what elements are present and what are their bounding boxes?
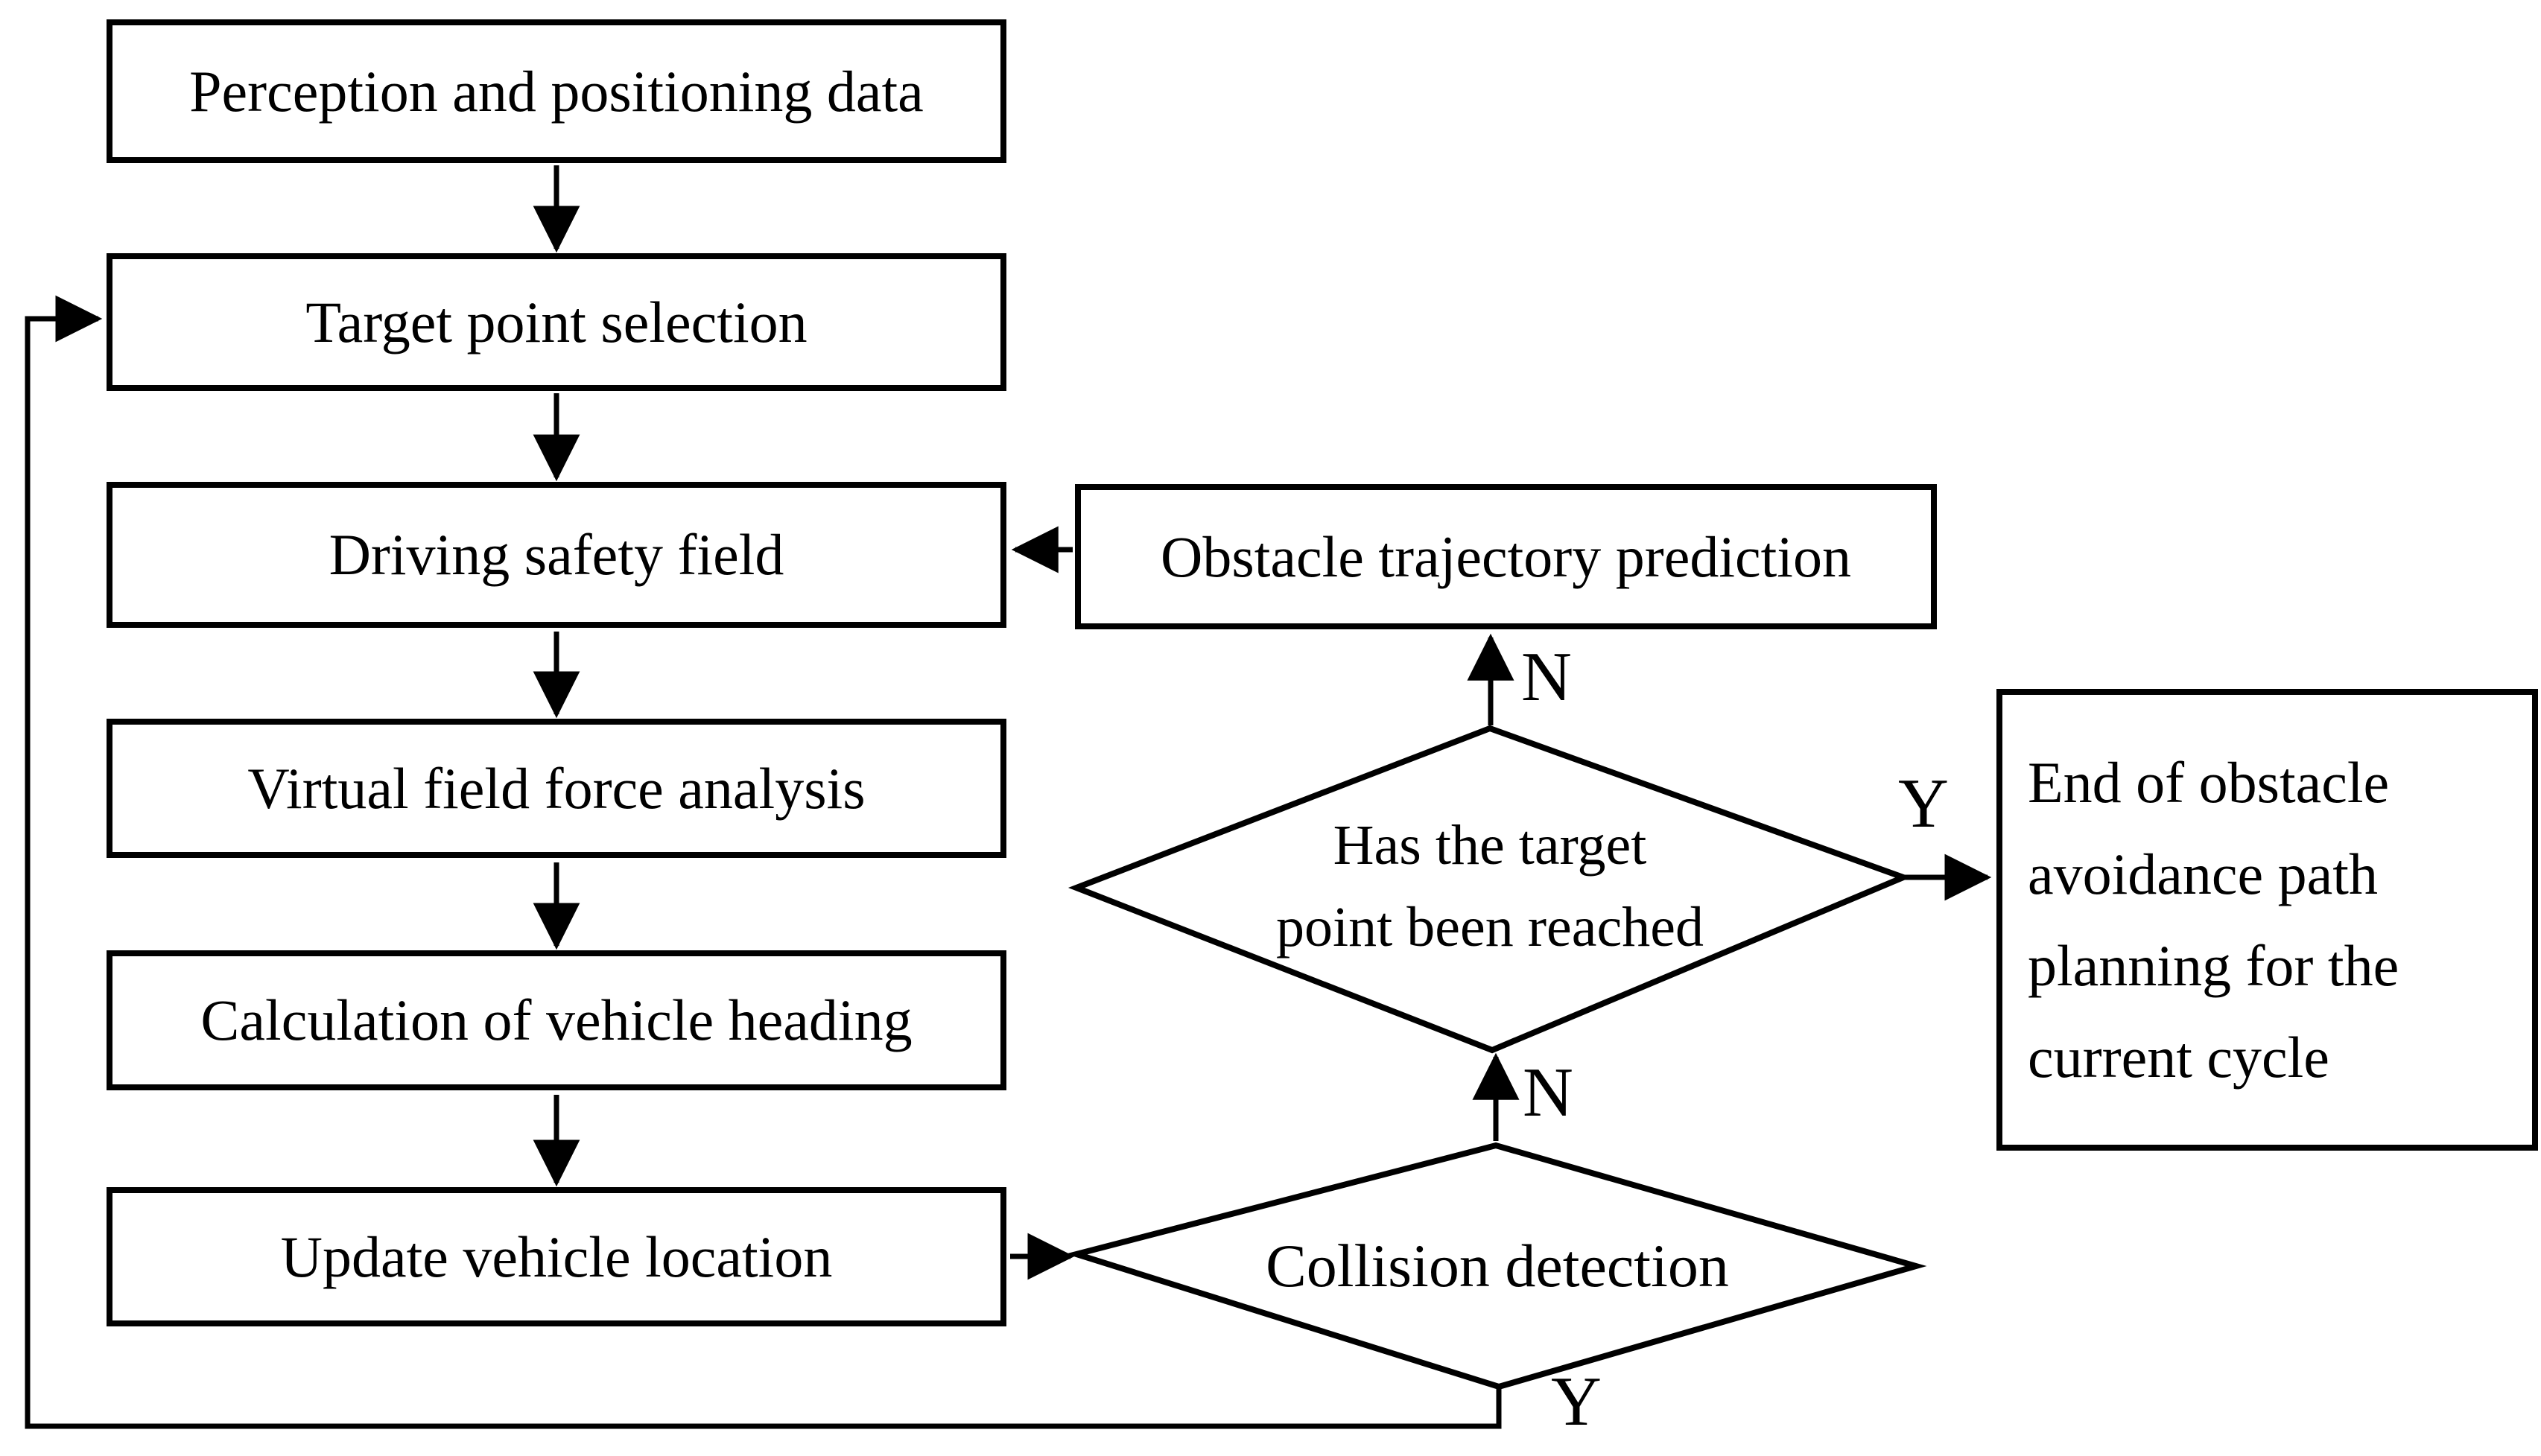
node-driving-safety-field: Driving safety field: [107, 482, 1006, 628]
node-driving-safety-field-label: Driving safety field: [329, 522, 784, 588]
node-obstacle-trajectory: Obstacle trajectory prediction: [1075, 484, 1937, 629]
node-obstacle-trajectory-label: Obstacle trajectory prediction: [1161, 524, 1851, 589]
node-perception-label: Perception and positioning data: [189, 58, 924, 124]
node-update-vehicle-location-label: Update vehicle location: [280, 1224, 833, 1289]
end-line-3: planning for the: [2028, 933, 2399, 998]
node-vehicle-heading-label: Calculation of vehicle heading: [200, 988, 913, 1053]
node-update-vehicle-location: Update vehicle location: [107, 1187, 1006, 1326]
node-vehicle-heading: Calculation of vehicle heading: [107, 950, 1006, 1090]
decision-diamond-collision: [1065, 1142, 1927, 1390]
node-perception: Perception and positioning data: [107, 19, 1006, 163]
label-target-reached-no: N: [1521, 638, 1572, 716]
decision-diamond-target-reached: [1068, 725, 1912, 1054]
node-end-of-planning-label: End of obstacle avoidance path planning …: [2028, 737, 2399, 1104]
node-target-point-selection: Target point selection: [107, 253, 1006, 391]
edge-collision-yes-loop-to-target-point: [25, 295, 1502, 1429]
end-line-2: avoidance path: [2028, 841, 2378, 906]
node-virtual-field-force-label: Virtual field force analysis: [247, 755, 866, 821]
label-collision-no: N: [1523, 1054, 1573, 1131]
node-virtual-field-force: Virtual field force analysis: [107, 719, 1006, 858]
label-target-reached-yes: Y: [1898, 765, 1949, 842]
node-target-point-selection-label: Target point selection: [305, 289, 808, 355]
end-line-1: End of obstacle: [2028, 749, 2390, 815]
node-end-of-planning: End of obstacle avoidance path planning …: [1996, 689, 2538, 1151]
end-line-4: current cycle: [2028, 1025, 2329, 1090]
label-collision-yes: Y: [1551, 1363, 1602, 1440]
